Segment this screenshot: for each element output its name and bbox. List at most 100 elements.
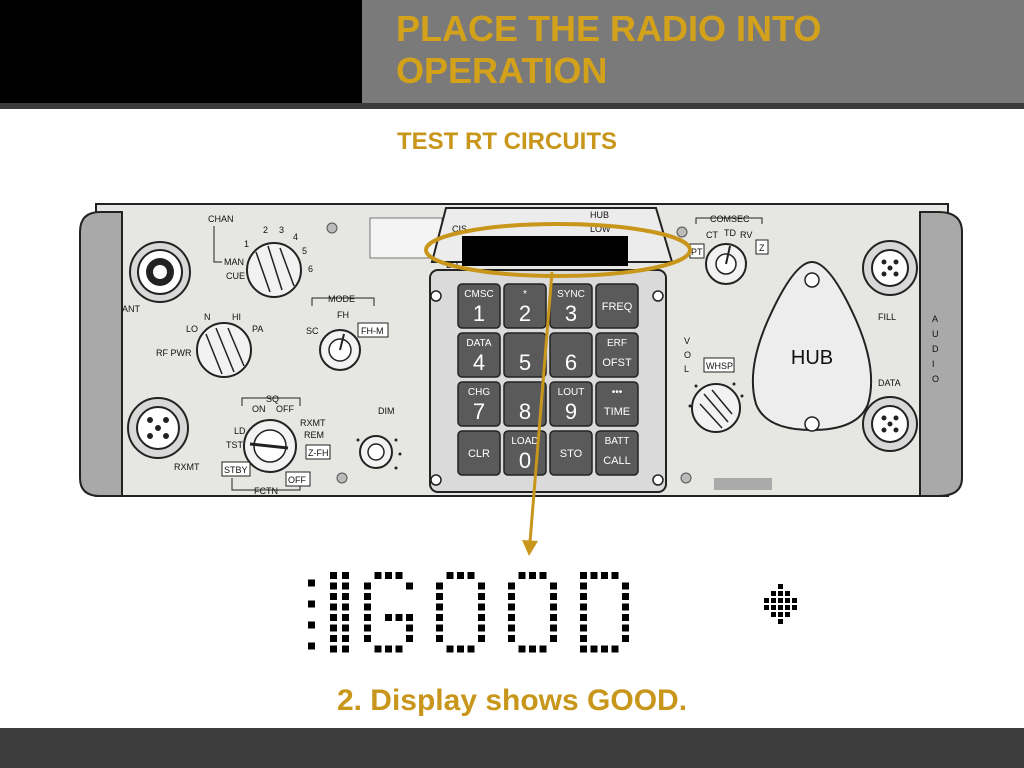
sq-label: SQ — [266, 394, 279, 404]
audio-letter: I — [932, 359, 935, 369]
chan-knob[interactable] — [246, 242, 302, 298]
keypad-key-main-label: 8 — [519, 399, 531, 424]
chan-pos-1: 1 — [244, 239, 249, 249]
data-connector — [862, 396, 918, 452]
keypad-key[interactable]: CLR — [457, 430, 501, 476]
dim-label: DIM — [378, 406, 395, 416]
audio-letter: O — [932, 374, 939, 384]
fctn-label: FCTN — [254, 486, 278, 496]
keypad-key[interactable]: 8 — [503, 381, 547, 427]
chan-pos-2: 2 — [263, 225, 268, 235]
chan-pos-4: 4 — [293, 232, 298, 242]
mode-knob[interactable] — [319, 329, 361, 371]
sc-label: SC — [306, 326, 319, 336]
fh-label: FH — [337, 310, 349, 320]
slide-title: PLACE THE RADIO INTO OPERATION — [396, 8, 822, 91]
right-handle — [919, 211, 963, 497]
keypad-key-main-label: 4 — [473, 350, 485, 375]
fill-connector — [862, 240, 918, 296]
display-cursor-glyph — [308, 572, 349, 653]
display-glyph — [364, 572, 413, 653]
header-divider — [0, 103, 1024, 109]
ld-label: LD — [234, 426, 246, 436]
vol-label-o: O — [684, 350, 691, 360]
keypad-key-main-label: 6 — [565, 350, 577, 375]
keypad-key[interactable]: STO — [549, 430, 593, 476]
display-diamond-glyph — [764, 584, 797, 624]
keypad-key-top-label: BATT — [605, 436, 630, 447]
ct-label: CT — [706, 230, 718, 240]
low-label: LOW — [590, 224, 611, 234]
display-glyph — [436, 572, 485, 653]
keypad-key[interactable]: •••TIME — [595, 381, 639, 427]
id-plate — [714, 478, 772, 490]
keypad-key-main-label: 3 — [565, 301, 577, 326]
rf-pwr-knob[interactable] — [196, 322, 252, 378]
keypad-key-top-label: LOUT — [558, 387, 585, 398]
rxmt-connector — [127, 397, 189, 459]
fctn-knob[interactable] — [243, 419, 297, 473]
comsec-knob[interactable] — [705, 243, 747, 285]
comsec-label: COMSEC — [710, 214, 750, 224]
vol-label-v: V — [684, 336, 690, 346]
cis-label: CIS — [452, 224, 467, 234]
off-box-label: OFF — [288, 475, 306, 485]
keypad-key-main-label: OFST — [602, 357, 632, 369]
keypad-key[interactable]: ERF OFST — [595, 332, 639, 378]
keypad-key-top-label: SYNC — [557, 289, 585, 300]
blank-plate — [369, 217, 443, 259]
display-highlight-ring — [424, 222, 692, 278]
rem-label: REM — [304, 430, 324, 440]
vol-knob[interactable] — [688, 382, 744, 433]
sq-on-label: ON — [252, 404, 266, 414]
lcd-display — [462, 236, 628, 266]
man-label: MAN — [224, 257, 244, 267]
footer-bar — [0, 728, 1024, 768]
display-readout-good — [308, 572, 797, 653]
keypad-key[interactable]: 6 — [549, 332, 593, 378]
keypad-key-top-label: * — [523, 289, 527, 300]
keypad-key[interactable]: FREQ — [595, 283, 639, 329]
cue-label: CUE — [226, 271, 245, 281]
keypad-key-main-label: FREQ — [602, 301, 633, 313]
rv-label: RV — [740, 230, 752, 240]
ant-label: ANT — [122, 304, 141, 314]
keypad-key-main-label: TIME — [604, 406, 630, 418]
audio-letter: D — [932, 344, 939, 354]
hi-label: HI — [232, 312, 241, 322]
display-glyph — [508, 572, 557, 653]
keypad-key-main-label: 7 — [473, 399, 485, 424]
keypad-key-top-label: ERF — [607, 338, 627, 349]
keypad-key-top-label: LOAD — [511, 436, 538, 447]
data-label: DATA — [878, 378, 901, 388]
keypad-key[interactable]: BATT CALL — [595, 430, 639, 476]
keypad-key-main-label: 9 — [565, 399, 577, 424]
pointer-arrow-head — [522, 540, 538, 556]
keypad-key-top-label: DATA — [466, 338, 492, 349]
dim-knob[interactable] — [356, 435, 402, 470]
keypad-key-top-label: CHG — [468, 387, 490, 398]
chan-pos-5: 5 — [302, 246, 307, 256]
keypad-key-main-label: CLR — [468, 448, 490, 460]
keypad-key-main-label: 1 — [473, 301, 485, 326]
keypad-key[interactable]: *2 — [503, 283, 547, 329]
z-fh-label: Z-FH — [308, 448, 329, 458]
whsp-label: WHSP — [706, 361, 733, 371]
keypad-key-main-label: 5 — [519, 350, 531, 375]
rxmt-label: RXMT — [174, 462, 200, 472]
hub-plate — [751, 260, 873, 432]
pointer-arrow-line — [528, 271, 554, 543]
keypad-key[interactable]: 5 — [503, 332, 547, 378]
pt-label: PT — [691, 247, 703, 257]
audio-letter: U — [932, 329, 939, 339]
audio-letter: A — [932, 314, 938, 324]
mode-label: MODE — [328, 294, 355, 304]
keypad-key-main-label: CALL — [603, 455, 631, 467]
pa-label: PA — [252, 324, 263, 334]
